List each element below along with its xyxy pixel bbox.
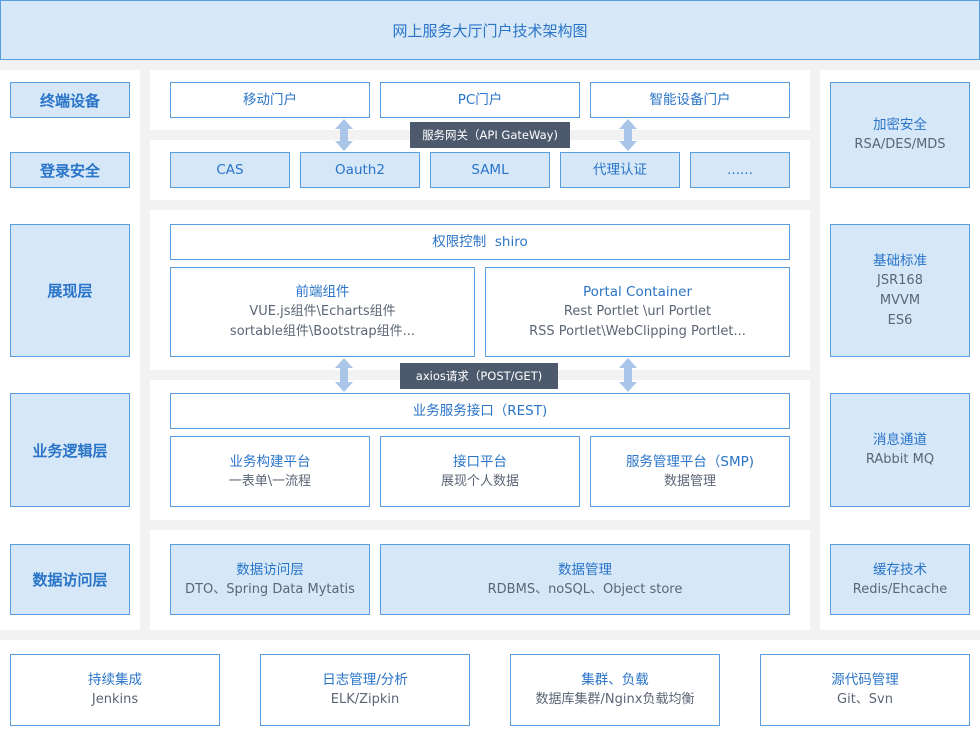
bottom-logging: 日志管理/分析 ELK/Zipkin [260, 654, 470, 726]
build-platform-title: 业务构建平台 [229, 453, 311, 470]
layer-business: 业务逻辑层 [10, 393, 130, 507]
encryption-title: 加密安全 [873, 117, 927, 133]
bottom-cluster: 集群、负载 数据库集群/Nginx负载均衡 [510, 654, 720, 726]
base-standards: 基础标准 JSR168 MVVM ES6 [830, 224, 970, 357]
diagram-title: 网上服务大厅门户技术架构图 [0, 0, 980, 60]
source-control-sub: Git、Svn [837, 692, 893, 707]
layer-login: 登录安全 [10, 152, 130, 188]
encryption-line: RSA/DES/MDS [854, 137, 946, 152]
layer-terminal: 终端设备 [10, 82, 130, 118]
message-line: RAbbit MQ [865, 452, 935, 467]
build-platform-sub: 一表单\一流程 [228, 473, 312, 489]
terminal-smart-label: 智能设备门户 [649, 92, 731, 108]
message-title: 消息通道 [873, 432, 927, 448]
source-control-title: 源代码管理 [831, 672, 899, 688]
portal-container: Portal Container Rest Portlet \url Portl… [485, 267, 790, 357]
interface-platform-sub: 展现个人数据 [440, 473, 519, 489]
terminal-smart-device: 智能设备门户 [590, 82, 790, 118]
login-more: ...... [690, 152, 790, 188]
standards-title: 基础标准 [873, 252, 927, 269]
cache-title: 缓存技术 [873, 561, 927, 578]
terminal-pc-label: PC门户 [457, 92, 503, 108]
access-control: 权限控制 shiro [170, 224, 790, 260]
layer-presentation: 展现层 [10, 224, 130, 357]
api-gateway-label: 服务网关（API GateWay) [410, 122, 570, 148]
data-management-sub: RDBMS、noSQL、Object store [487, 581, 683, 597]
bottom-ci: 持续集成 Jenkins [10, 654, 220, 726]
frontend-line1: VUE.js组件\Echarts组件 [249, 304, 396, 319]
login-proxy-auth: 代理认证 [560, 152, 680, 188]
portal-line2: RSS Portlet\WebClipping Portlet... [529, 324, 746, 339]
standards-line-3: ES6 [887, 312, 913, 328]
message-channel: 消息通道 RAbbit MQ [830, 393, 970, 507]
double-arrow-icon [334, 357, 354, 393]
data-management-title: 数据管理 [558, 561, 612, 578]
smp-platform-sub: 数据管理 [663, 473, 716, 489]
login-more-label: ...... [727, 162, 753, 178]
cache-line: Redis/Ehcache [852, 581, 948, 597]
standards-line-1: JSR168 [877, 272, 923, 288]
bottom-source-control: 源代码管理 Git、Svn [760, 654, 970, 726]
double-arrow-icon [334, 118, 354, 152]
terminal-pc: PC门户 [380, 82, 580, 118]
business-build-platform: 业务构建平台 一表单\一流程 [170, 436, 370, 507]
login-saml-label: SAML [471, 162, 509, 178]
login-cas-label: CAS [216, 162, 244, 178]
business-interface-platform: 接口平台 展现个人数据 [380, 436, 580, 507]
access-control-label: 权限控制 shiro [432, 234, 528, 250]
business-interface-label: 业务服务接口（REST) [412, 403, 548, 419]
data-access-box: 数据访问层 DTO、Spring Data Mytatis [170, 544, 370, 615]
data-access-sub: DTO、Spring Data Mytatis [185, 581, 355, 597]
login-saml: SAML [430, 152, 550, 188]
encryption-security: 加密安全 RSA/DES/MDS [830, 82, 970, 188]
cluster-sub: 数据库集群/Nginx负载均衡 [535, 692, 695, 707]
business-interface: 业务服务接口（REST) [170, 393, 790, 429]
double-arrow-icon [618, 118, 638, 152]
standards-line-2: MVVM [879, 292, 921, 308]
ci-sub: Jenkins [91, 692, 139, 707]
cluster-title: 集群、负载 [581, 672, 649, 688]
logging-sub: ELK/Zipkin [330, 692, 400, 707]
interface-platform-title: 接口平台 [453, 453, 507, 470]
double-arrow-icon [618, 357, 638, 393]
login-proxy-label: 代理认证 [593, 162, 647, 178]
login-oauth2: Oauth2 [300, 152, 420, 188]
data-access-title: 数据访问层 [236, 561, 304, 578]
portal-line1: Rest Portlet \url Portlet [563, 304, 712, 319]
data-management-box: 数据管理 RDBMS、noSQL、Object store [380, 544, 790, 615]
axios-request-label: axios请求（POST/GET) [400, 363, 558, 389]
frontend-title: 前端组件 [295, 284, 350, 300]
logging-title: 日志管理/分析 [322, 672, 408, 688]
login-oauth2-label: Oauth2 [335, 162, 385, 178]
terminal-mobile: 移动门户 [170, 82, 370, 118]
frontend-components: 前端组件 VUE.js组件\Echarts组件 sortable组件\Boots… [170, 267, 475, 357]
layer-data-access: 数据访问层 [10, 544, 130, 615]
cache-technology: 缓存技术 Redis/Ehcache [830, 544, 970, 615]
smp-platform-title: 服务管理平台（SMP) [625, 453, 755, 470]
login-cas: CAS [170, 152, 290, 188]
terminal-mobile-label: 移动门户 [243, 92, 297, 108]
portal-title: Portal Container [582, 284, 693, 300]
frontend-line2: sortable组件\Bootstrap组件... [229, 324, 416, 339]
ci-title: 持续集成 [88, 672, 142, 688]
business-smp-platform: 服务管理平台（SMP) 数据管理 [590, 436, 790, 507]
